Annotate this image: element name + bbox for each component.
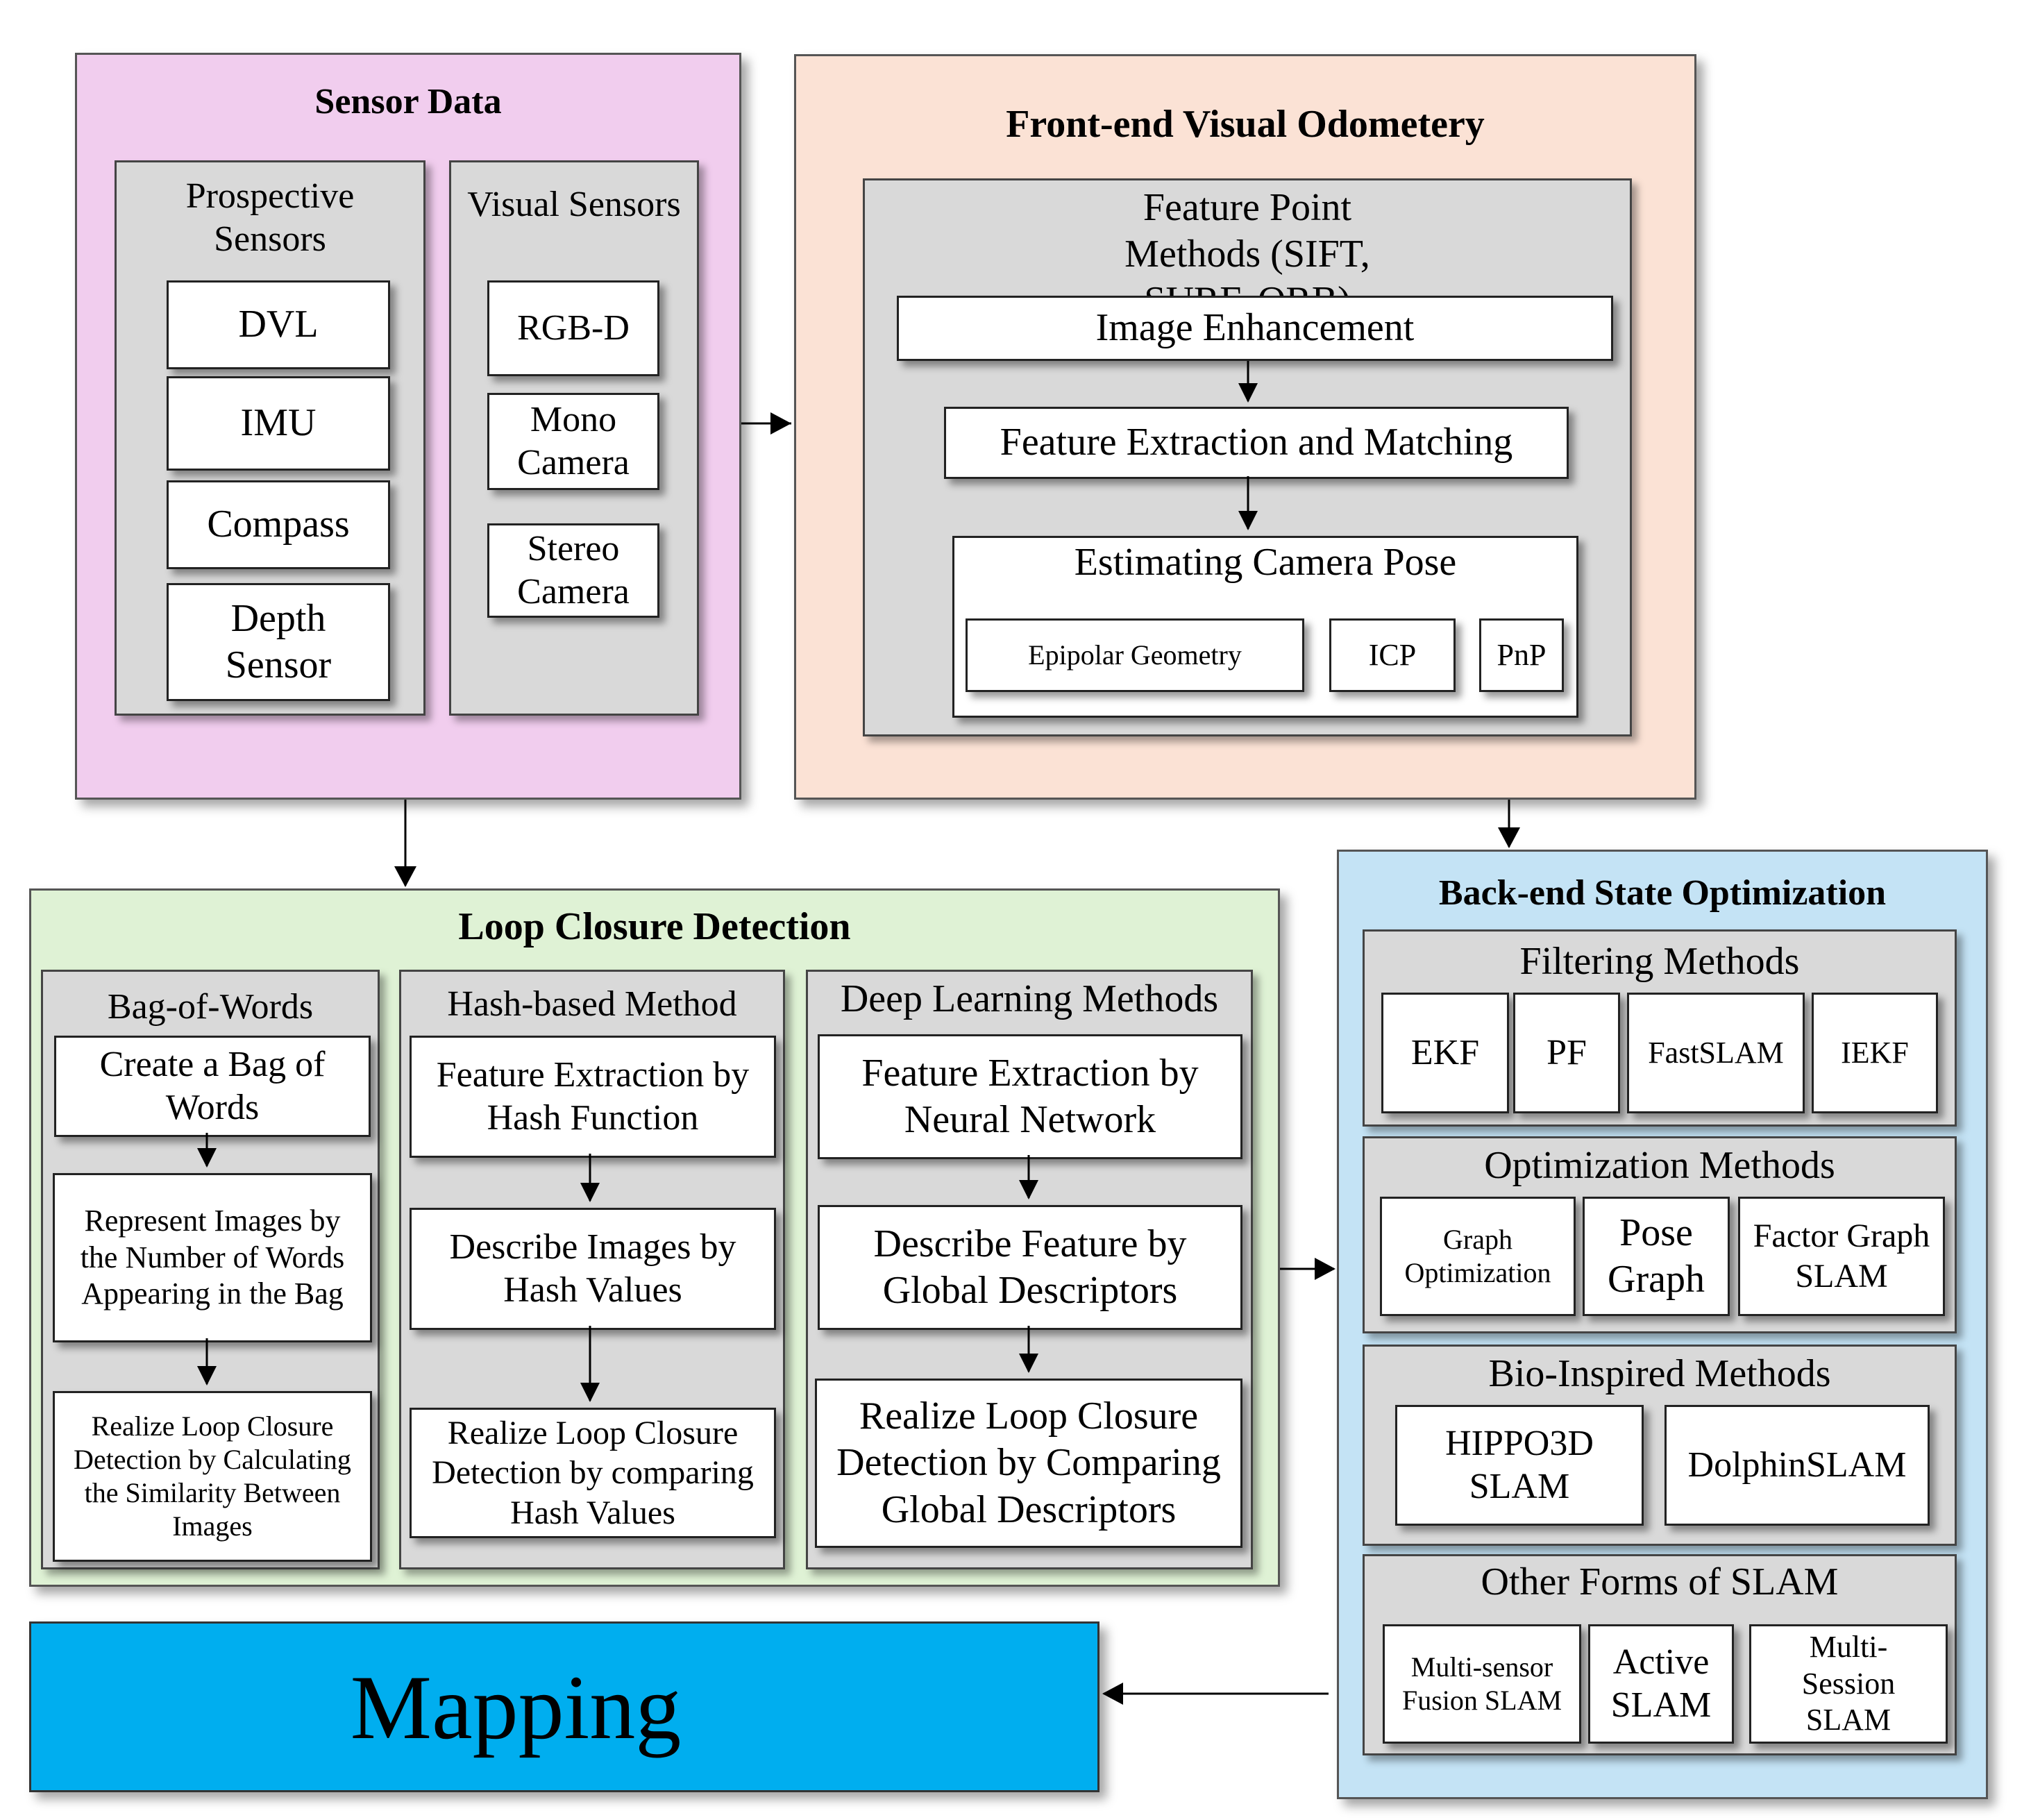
bio-dolphinslam: DolphinSLAM — [1665, 1405, 1930, 1526]
bow-step-create: Create a Bag of Words — [54, 1036, 371, 1137]
estimating-pose-box: Estimating Camera Pose Epipolar Geometry… — [952, 536, 1578, 718]
deep-learning-group: Deep Learning Methods Feature Extraction… — [806, 970, 1253, 1569]
loop-closure-title: Loop Closure Detection — [458, 905, 851, 948]
bio-inspired-title: Bio-Inspired Methods — [1488, 1352, 1831, 1395]
loop-closure-panel: Loop Closure Detection Bag-of-Words Crea… — [29, 888, 1280, 1587]
sensor-stereo-camera: Stereo Camera — [487, 523, 659, 618]
sensor-mono-camera: Mono Camera — [487, 393, 659, 490]
sensor-dvl: DVL — [167, 280, 390, 369]
visual-sensors-title: Visual Sensors — [467, 185, 681, 224]
filter-pf: PF — [1513, 993, 1620, 1113]
prospective-sensors-title: Prospective Sensors — [185, 176, 355, 260]
pnp-box: PnP — [1479, 618, 1564, 692]
hash-step-extraction: Feature Extraction by Hash Function — [410, 1036, 776, 1158]
deep-step-describe: Describe Feature by Global Descriptors — [818, 1205, 1242, 1330]
prospective-sensors-group: Prospective Sensors DVL IMU Compass Dept… — [115, 160, 425, 716]
opt-factor-graph-slam: Factor Graph SLAM — [1738, 1197, 1945, 1316]
opt-graph-optimization: Graph Optimization — [1380, 1197, 1576, 1316]
feature-extraction-matching-box: Feature Extraction and Matching — [944, 407, 1569, 479]
filter-ekf: EKF — [1381, 993, 1509, 1113]
mapping-box: Mapping — [29, 1621, 1099, 1792]
other-multi-sensor: Multi-sensor Fusion SLAM — [1383, 1624, 1581, 1744]
bio-hippo3d: HIPPO3D SLAM — [1395, 1405, 1644, 1526]
mapping-label: Mapping — [350, 1655, 682, 1758]
bio-inspired-group: Bio-Inspired Methods HIPPO3D SLAM Dolphi… — [1363, 1345, 1957, 1546]
other-multi-session: Multi-Session SLAM — [1749, 1624, 1948, 1744]
other-active-slam: Active SLAM — [1588, 1624, 1734, 1744]
backend-title: Back-end State Optimization — [1438, 873, 1887, 913]
sensor-compass: Compass — [167, 480, 390, 569]
deep-step-realize: Realize Loop Closure Detection by Compar… — [815, 1379, 1242, 1548]
filter-fastslam: FastSLAM — [1627, 993, 1805, 1113]
sensor-imu: IMU — [167, 376, 390, 471]
bow-step-realize: Realize Loop Closure Detection by Calcul… — [53, 1391, 372, 1562]
filter-iekf: IEKF — [1812, 993, 1938, 1113]
frontend-panel: Front-end Visual Odometery Feature Point… — [794, 54, 1696, 800]
hash-step-describe: Describe Images by Hash Values — [410, 1208, 776, 1330]
hash-based-title: Hash-based Method — [447, 984, 737, 1024]
image-enhancement-box: Image Enhancement — [897, 296, 1613, 361]
other-slam-group: Other Forms of SLAM Multi-sensor Fusion … — [1363, 1554, 1957, 1755]
icp-box: ICP — [1329, 618, 1456, 692]
sensor-data-title: Sensor Data — [314, 82, 502, 121]
filtering-group: Filtering Methods EKF PF FastSLAM IEKF — [1363, 929, 1957, 1127]
bow-step-represent: Represent Images by the Number of Words … — [53, 1173, 372, 1342]
opt-pose-graph: Pose Graph — [1583, 1197, 1730, 1316]
deep-step-extraction: Feature Extraction by Neural Network — [818, 1034, 1242, 1159]
bag-of-words-title: Bag-of-Words — [107, 987, 314, 1027]
epipolar-geometry-box: Epipolar Geometry — [966, 618, 1304, 692]
filtering-title: Filtering Methods — [1519, 940, 1800, 983]
visual-sensors-group: Visual Sensors RGB-D Mono Camera Stereo … — [449, 160, 699, 716]
hash-based-group: Hash-based Method Feature Extraction by … — [399, 970, 785, 1569]
sensor-data-panel: Sensor Data Prospective Sensors DVL IMU … — [75, 53, 741, 800]
backend-panel: Back-end State Optimization Filtering Me… — [1337, 850, 1988, 1799]
sensor-depth: Depth Sensor — [167, 583, 390, 701]
frontend-title: Front-end Visual Odometery — [1006, 103, 1485, 146]
hash-step-realize: Realize Loop Closure Detection by compar… — [410, 1408, 776, 1538]
feature-point-group: Feature Point Methods (SIFT, SURF, ORB) … — [863, 178, 1632, 736]
optimization-title: Optimization Methods — [1484, 1144, 1835, 1187]
sensor-rgbd: RGB-D — [487, 280, 659, 376]
optimization-group: Optimization Methods Graph Optimization … — [1363, 1136, 1957, 1333]
estimating-pose-title: Estimating Camera Pose — [1074, 541, 1457, 584]
other-slam-title: Other Forms of SLAM — [1481, 1560, 1839, 1603]
bag-of-words-group: Bag-of-Words Create a Bag of Words Repre… — [41, 970, 380, 1569]
deep-learning-title: Deep Learning Methods — [840, 977, 1219, 1020]
